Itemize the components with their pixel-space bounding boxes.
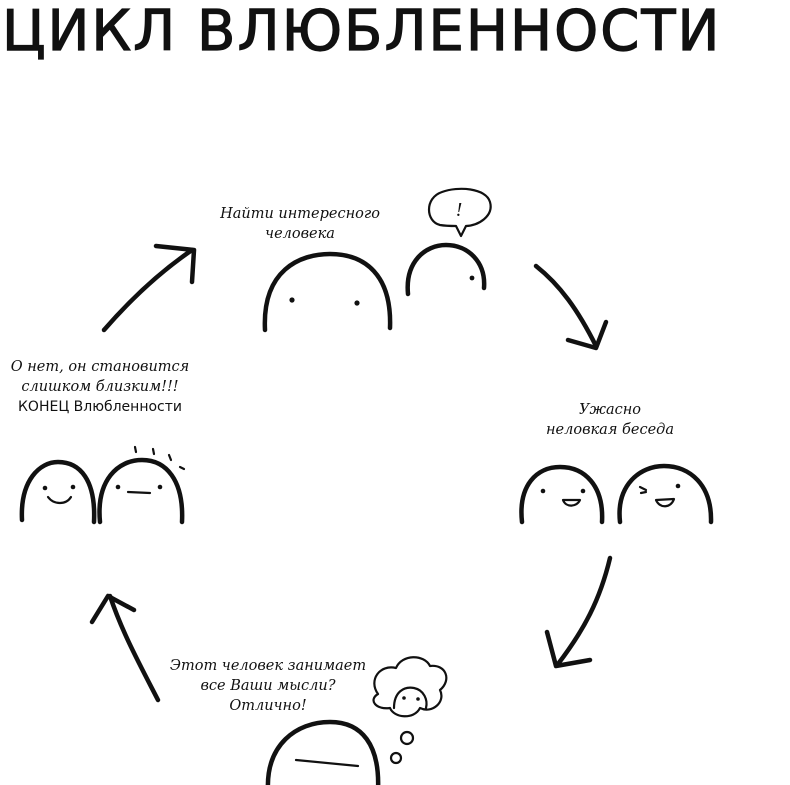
- step-awkward-figures: [519, 463, 714, 525]
- thought-dot-medium: [399, 730, 415, 746]
- caption-line: Найти интересного: [220, 206, 380, 222]
- step-find-figures: [262, 187, 492, 333]
- end-smile-left: [46, 495, 73, 505]
- bubble-exclamation-mark: !: [456, 199, 463, 221]
- awkward-smile-left: [561, 498, 582, 507]
- page-title: ЦИКЛ ВЛЮБЛЕННОСТИ: [1, 0, 722, 64]
- caption-awkward-conversation: Ужасно неловкая беседа: [540, 400, 680, 440]
- caption-line: все Ваши мысли?: [200, 678, 336, 694]
- step-thoughts-figures: [265, 656, 448, 785]
- small-blob-figure: [405, 242, 487, 297]
- awkward-blob-left: [519, 464, 605, 525]
- caption-line-end: КОНЕЦ Влюбленности: [17, 399, 182, 415]
- caption-find-person: Найти интересного человека: [210, 204, 390, 244]
- caption-line: О нет, он становится: [10, 359, 190, 375]
- thought-cloud-blob: [392, 686, 428, 710]
- caption-too-close-end: О нет, он становится слишком близким!!! …: [0, 357, 200, 417]
- blob-eye-left: [289, 297, 295, 303]
- caption-line: Ужасно: [578, 402, 641, 418]
- end-blob-left: [19, 459, 97, 525]
- awkward-blob-right: [617, 463, 714, 525]
- caption-occupies-thoughts: Этот человек занимает все Ваши мысли? От…: [158, 656, 378, 716]
- thought-dot-small: [389, 751, 403, 765]
- cycle-arrows: [89, 243, 613, 703]
- stress-lines-icon: [133, 445, 186, 471]
- arrow-right-to-bottom: [555, 555, 613, 667]
- end-mouth-right: [126, 490, 152, 495]
- awkward-smile-right: [654, 497, 676, 508]
- dreamy-blob-figure: [265, 719, 381, 785]
- thought-cloud-icon: [372, 656, 448, 718]
- dreamy-closed-eye: [294, 758, 360, 768]
- caption-line: Отлично!: [229, 698, 307, 714]
- arrow-top-to-right: [533, 263, 599, 349]
- caption-line: слишком близким!!!: [21, 379, 179, 395]
- caption-line: человека: [265, 226, 335, 242]
- exclamation-bubble-icon: [427, 187, 492, 238]
- small-blob-eye: [469, 275, 475, 281]
- blob-eye-right: [354, 300, 360, 306]
- arrow-left-to-top: [101, 247, 195, 333]
- caption-line: неловкая беседа: [545, 422, 674, 438]
- caption-line: Этот человек занимает: [169, 658, 367, 674]
- step-end-figures: [19, 445, 186, 525]
- arrow-bottom-to-left: [107, 593, 161, 703]
- end-blob-right: [97, 457, 185, 525]
- big-blob-figure: [262, 251, 393, 333]
